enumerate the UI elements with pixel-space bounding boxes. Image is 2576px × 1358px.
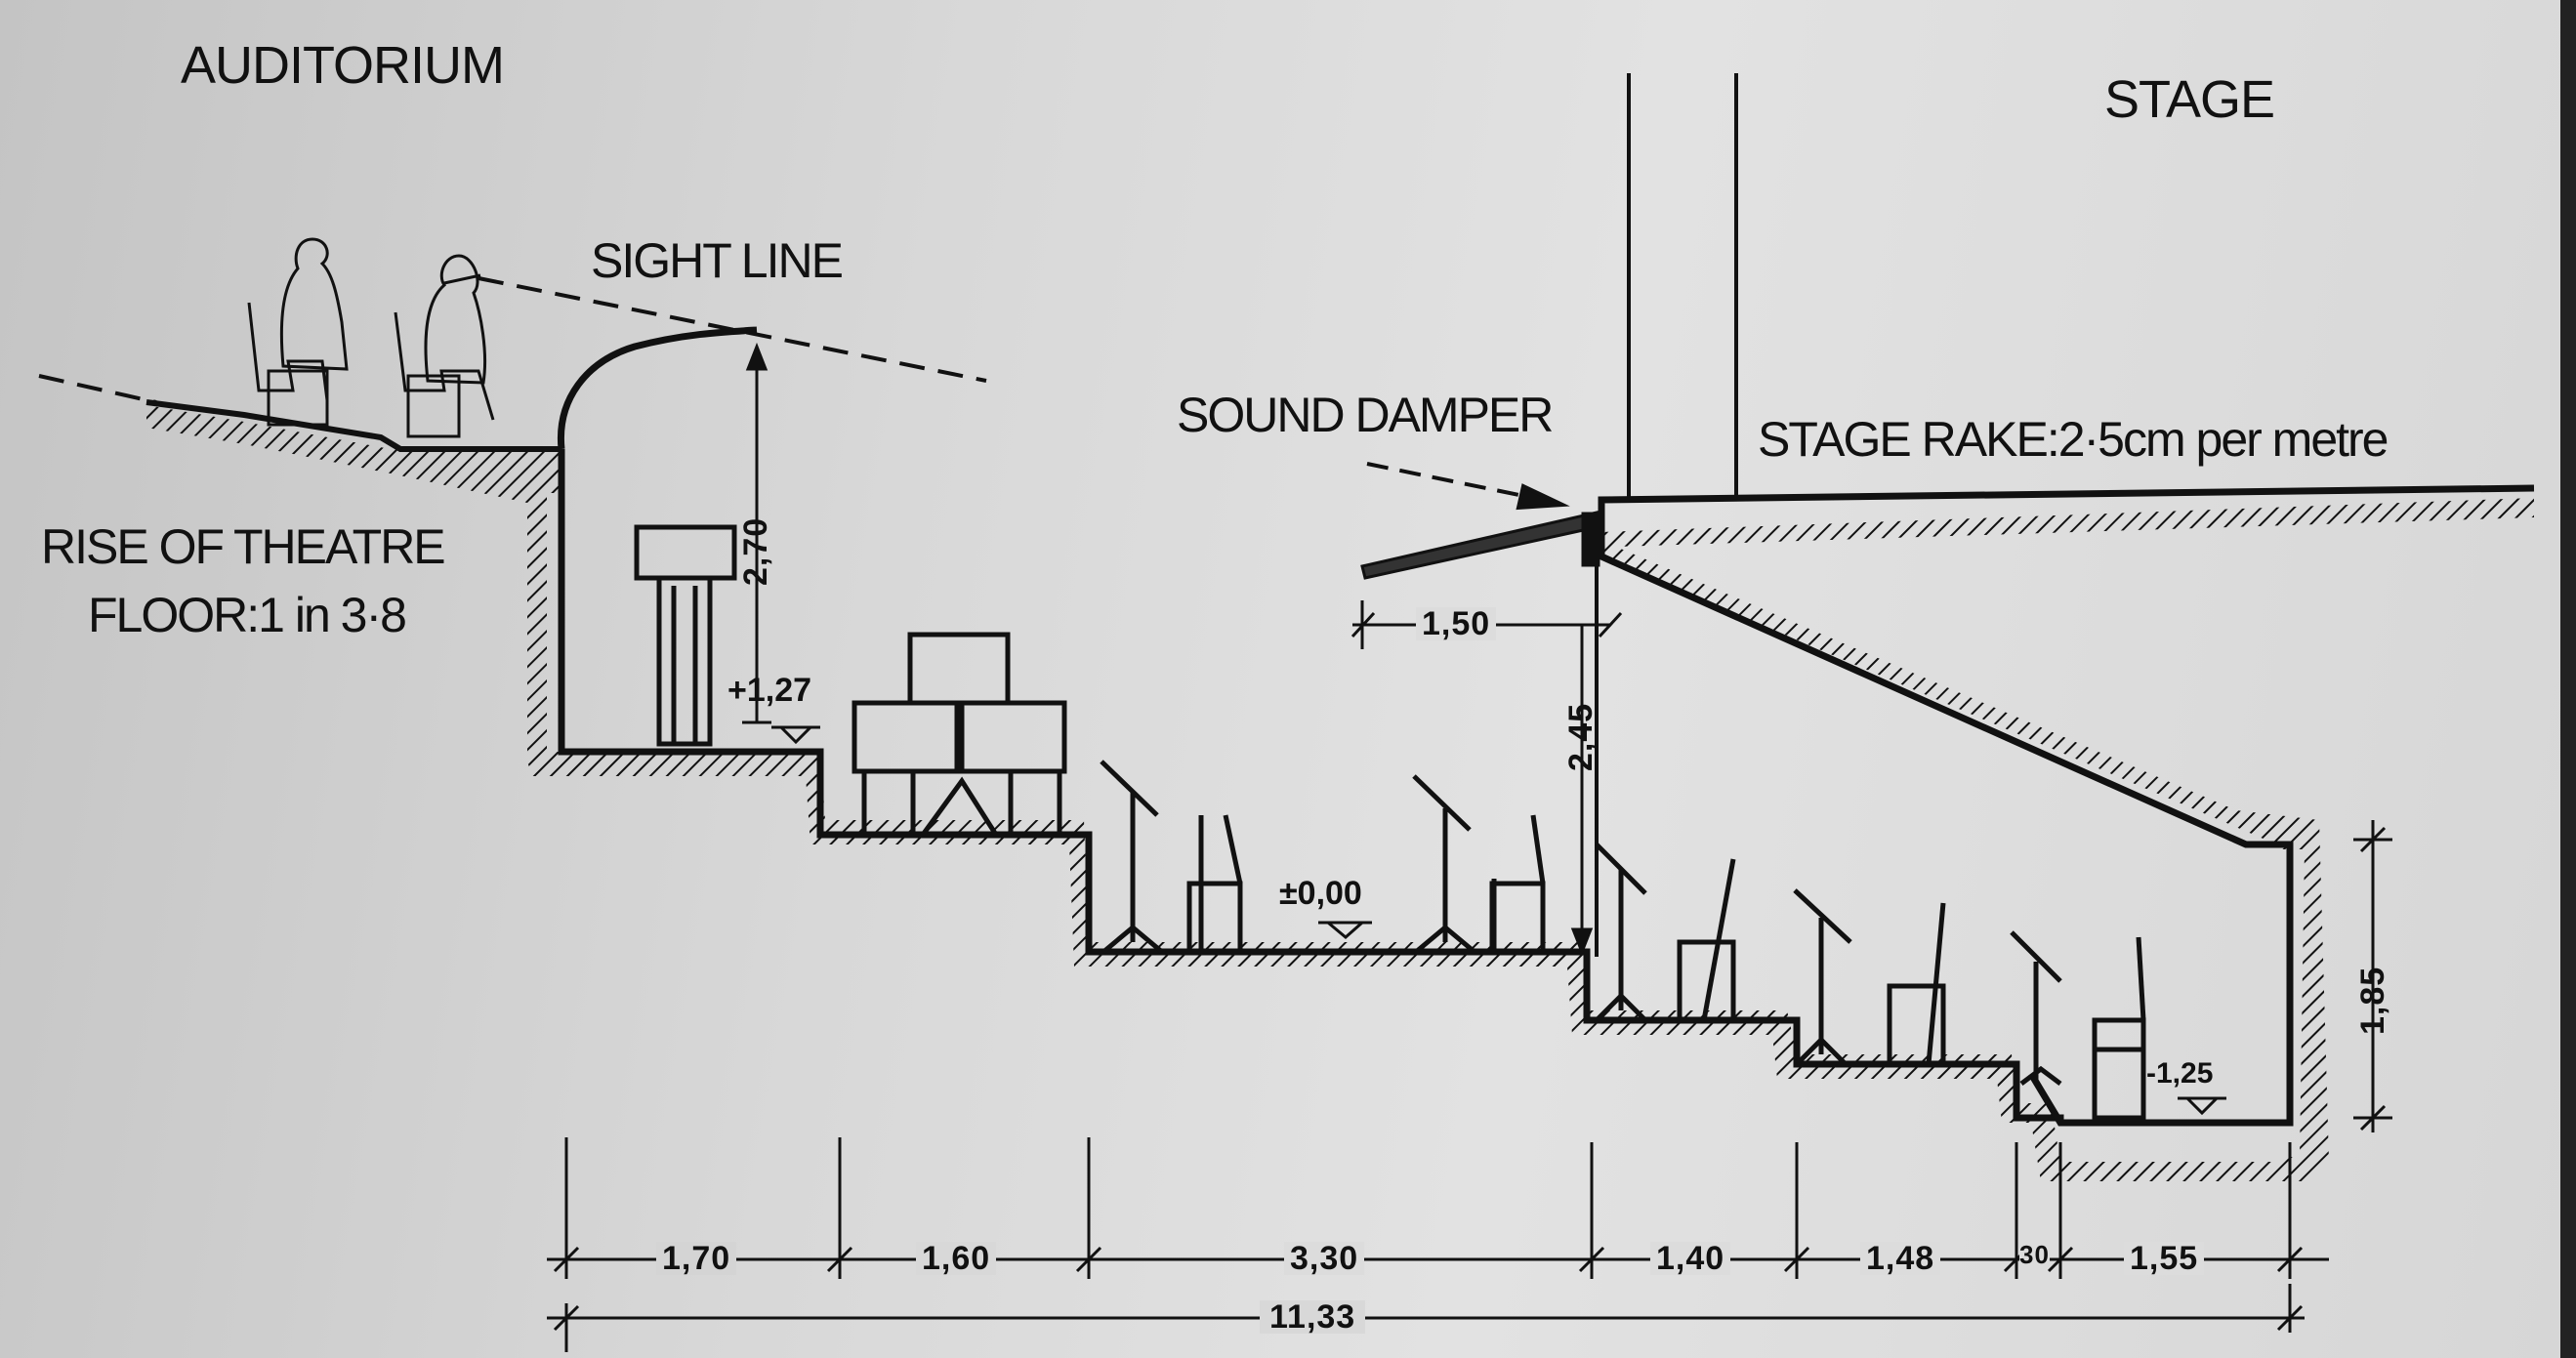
stage-rake-label: STAGE RAKE:2·5cm per metre	[1758, 412, 2389, 467]
stacked-chairs	[852, 632, 1067, 837]
level-zero: ±0,00	[1279, 875, 1362, 912]
front-rail	[634, 524, 737, 747]
sound-damper-label: SOUND DAMPER	[1177, 388, 1554, 442]
dim-overall: 11,33	[1260, 1300, 1366, 1334]
sight-lines	[38, 276, 1570, 511]
dim-h-2: 1,60	[916, 1242, 997, 1275]
auditorium-label: AUDITORIUM	[181, 36, 505, 95]
dim-pit-depth: 2,45	[1562, 702, 1600, 771]
level-upper: +1,27	[727, 672, 812, 709]
orchestra-furniture	[1100, 760, 2146, 1121]
sight-line-label: SIGHT LINE	[591, 233, 844, 288]
dim-h-3: 3,30	[1284, 1242, 1365, 1275]
level-markers	[771, 725, 2226, 1116]
dim-h-4: 1,40	[1650, 1242, 1731, 1275]
floor-profile	[145, 73, 2535, 1127]
dim-pit-right: 1,85	[2354, 966, 2391, 1035]
dimension-lines	[547, 342, 2392, 1352]
photo-edge	[2560, 0, 2576, 1358]
spectator-figures	[247, 237, 495, 438]
stage-label: STAGE	[2104, 70, 2275, 129]
dim-damper: 1,50	[1416, 607, 1497, 640]
rise-label-line1: RISE OF THEATRE	[41, 519, 446, 574]
dim-h-6: 30	[2019, 1240, 2050, 1269]
dim-h-7: 1,55	[2124, 1242, 2205, 1275]
dim-h-5: 1,48	[1860, 1242, 1941, 1275]
level-pit: -1,25	[2146, 1057, 2214, 1090]
dim-rail-height: 2,70	[737, 516, 774, 586]
dim-h-1: 1,70	[656, 1242, 737, 1275]
rise-label-line2: FLOOR:1 in 3·8	[88, 588, 407, 642]
